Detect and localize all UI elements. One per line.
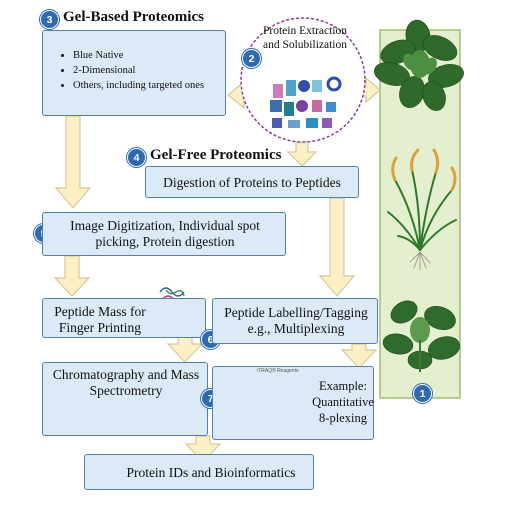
rosette-plant-icon: [374, 19, 464, 111]
digitization-label: Image Digitization, Individual spot pick…: [70, 218, 260, 249]
leafy-plant-icon: [382, 300, 461, 372]
step-badge-4: 4: [127, 148, 146, 167]
extraction-label: Protein Extraction and Solubilization: [262, 25, 347, 51]
list-item: Blue Native: [73, 48, 204, 63]
labelling-box: Peptide Labelling/Tagging e.g., Multiple…: [212, 298, 378, 344]
pmf-box: Peptide Mass for Finger Printing: [42, 298, 206, 338]
itraq-reagents-caption: iTRAQ® Reagents: [257, 368, 299, 374]
bioinformatics-label: Protein IDs and Bioinformatics: [126, 465, 296, 480]
pmf-label: Peptide Mass for Finger Printing: [54, 304, 146, 335]
rice-plant-icon: [387, 148, 457, 271]
arrow-gel-based-to-digitization: [54, 115, 92, 209]
quantitative-box: iTRAQ® Reagents Example: Quantitative 8-…: [212, 366, 374, 440]
step-badge-2: 2: [242, 49, 261, 68]
bioinformatics-box: Protein IDs and Bioinformatics: [84, 454, 314, 490]
gel-based-list: Blue Native 2-Dimensional Others, includ…: [57, 48, 204, 93]
digitization-box: Image Digitization, Individual spot pick…: [42, 212, 286, 256]
arrow-digitization-to-pmf: [53, 255, 91, 297]
gel-free-box: Digestion of Proteins to Peptides: [145, 166, 359, 198]
step-badge-3: 3: [40, 10, 59, 29]
arrow-extraction-to-gel-free: [286, 141, 318, 167]
chromatography-label: Chromatography and Mass Spectrometry: [52, 367, 200, 398]
list-item: Others, including targeted ones: [73, 78, 204, 93]
gel-based-title: Gel-Based Proteomics: [63, 9, 204, 25]
list-item: 2-Dimensional: [73, 63, 204, 78]
labelling-label: Peptide Labelling/Tagging e.g., Multiple…: [224, 305, 368, 336]
arrow-pmf-to-chromatography: [166, 335, 204, 363]
arrow-gel-free-to-labelling: [318, 197, 356, 297]
gel-based-box: Blue Native 2-Dimensional Others, includ…: [42, 30, 226, 116]
gel-free-label: Digestion of Proteins to Peptides: [163, 175, 341, 190]
step-badge-1: 1: [413, 384, 432, 403]
arrow-to-bioinformatics: [184, 435, 222, 463]
quantitative-label: Example: Quantitative 8-plexing: [312, 379, 374, 425]
arrow-labelling-to-quantitative: [340, 343, 378, 369]
gel-free-title: Gel-Free Proteomics: [150, 147, 282, 163]
chromatography-box: Chromatography and Mass Spectrometry: [42, 362, 208, 436]
protein-structures-icon: [270, 76, 342, 128]
